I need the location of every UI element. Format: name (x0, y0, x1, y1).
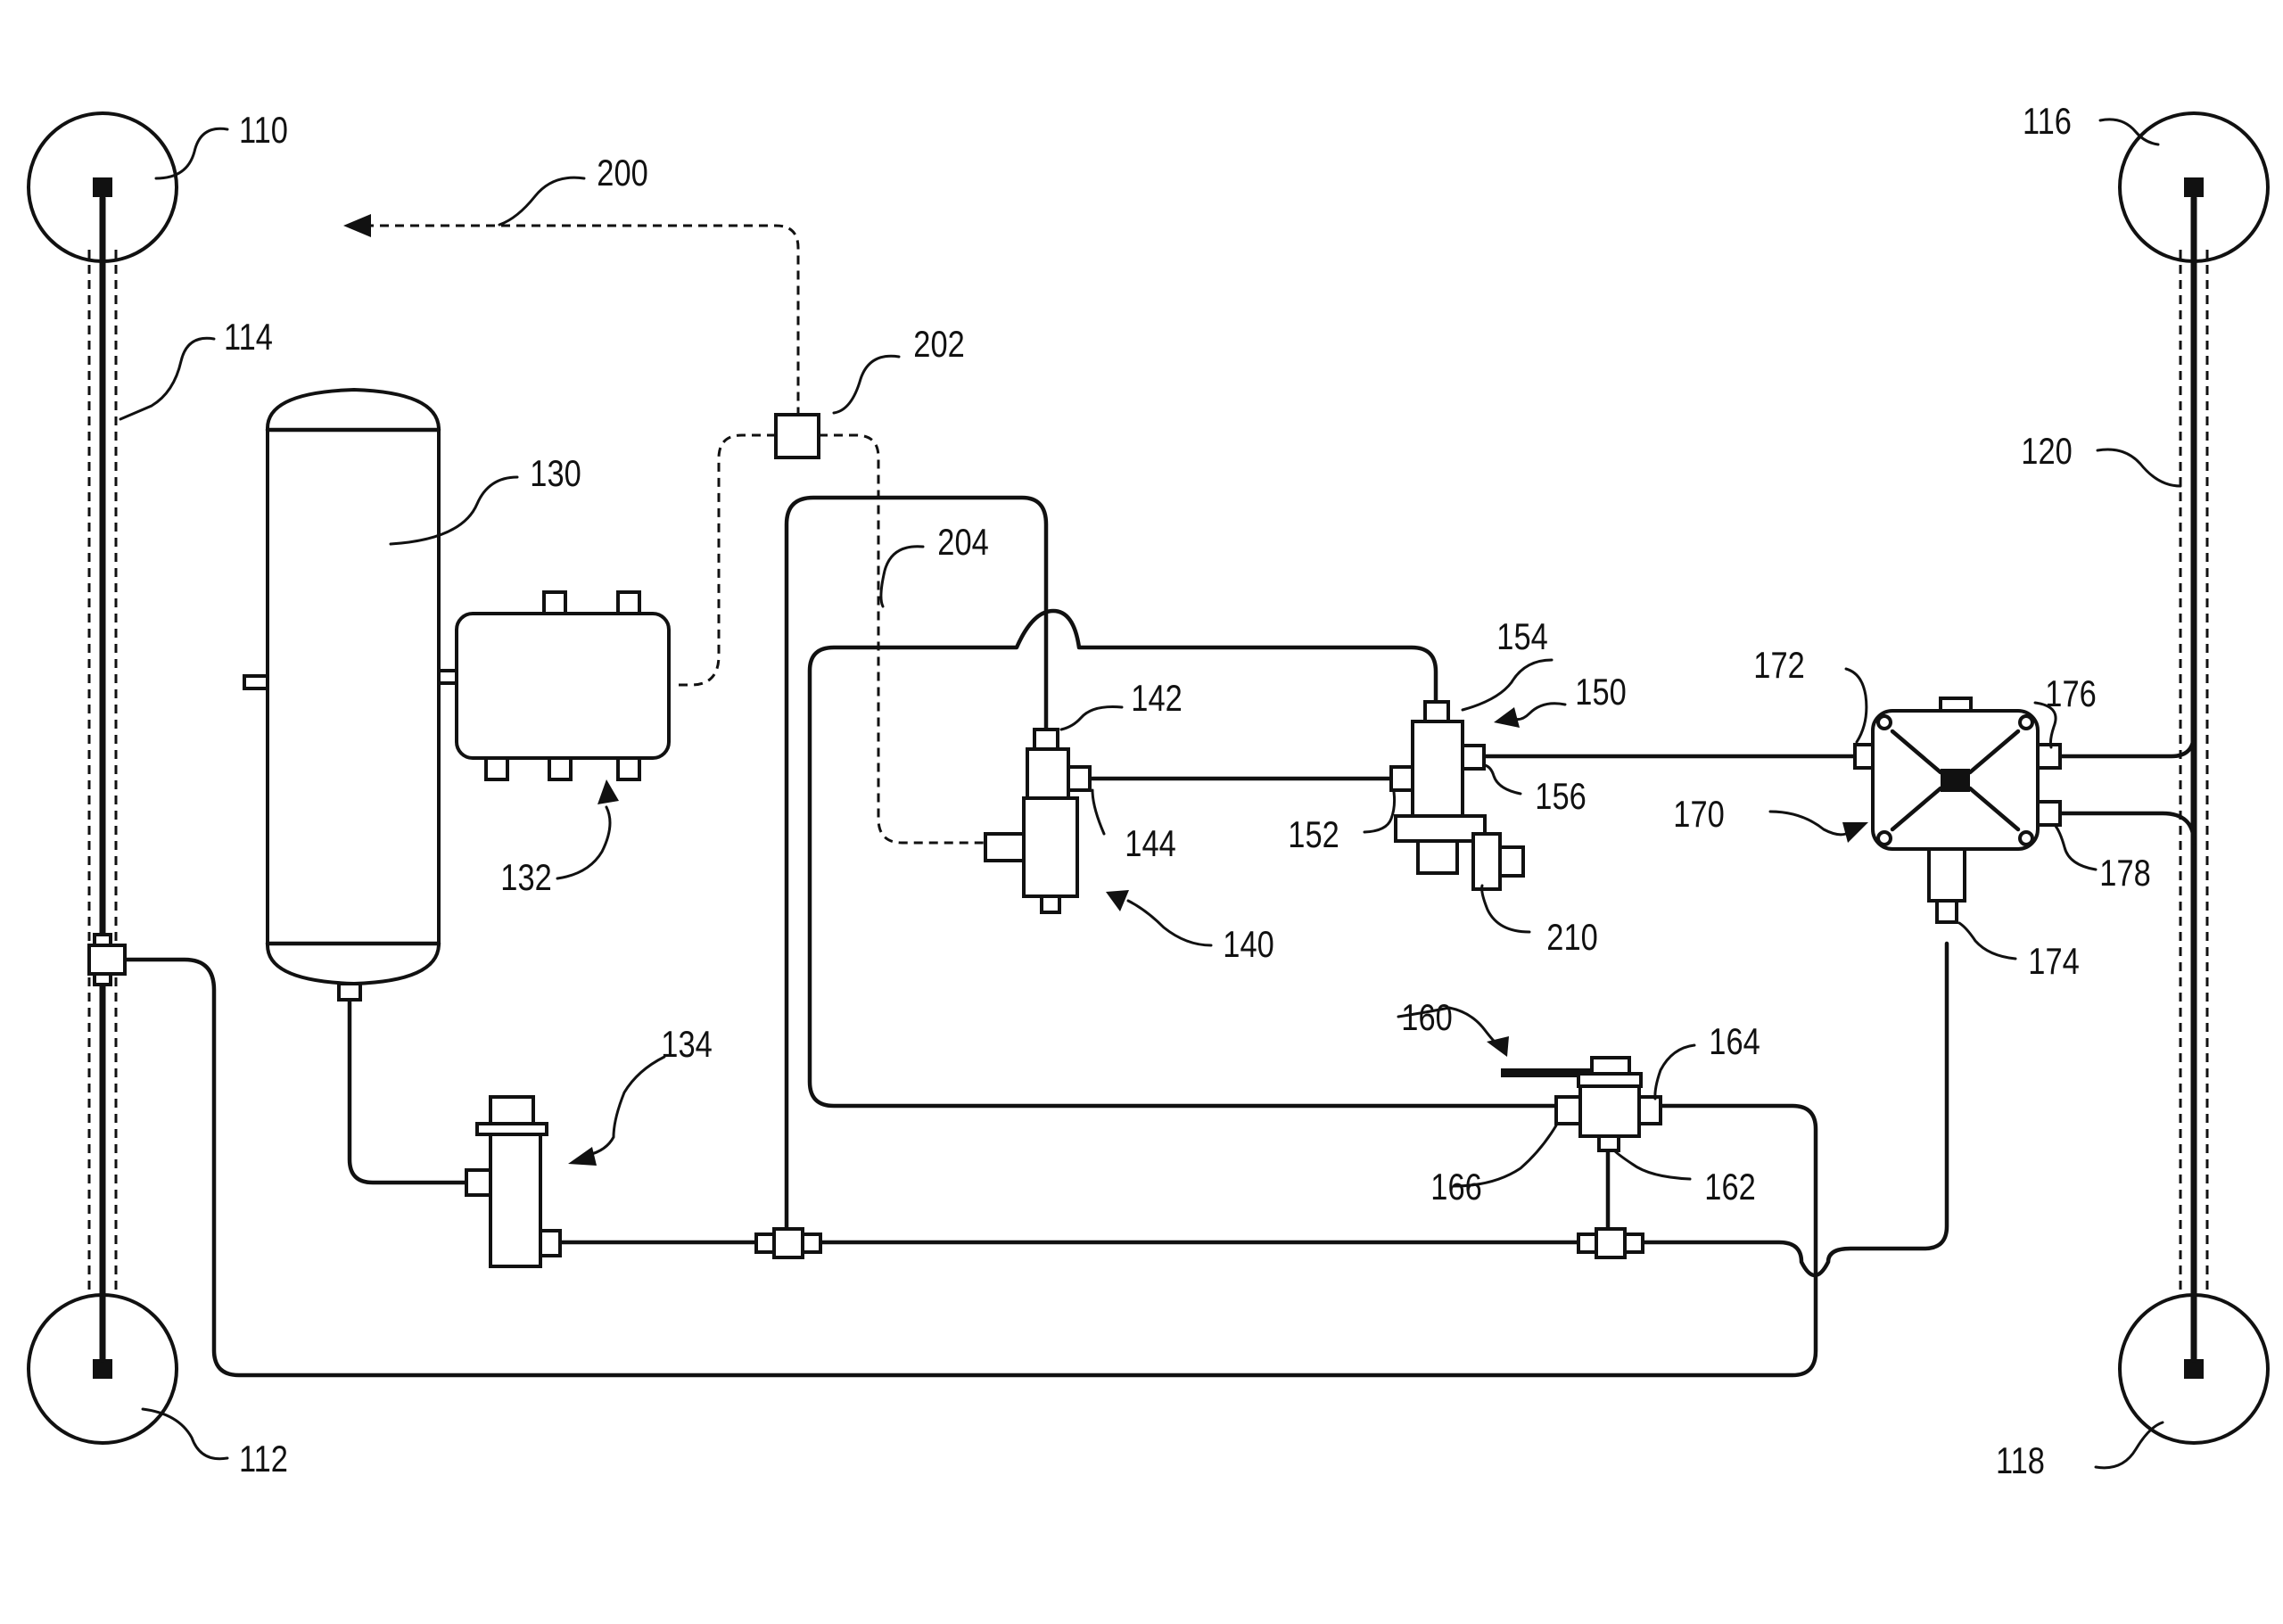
label-110: 110 (239, 110, 288, 152)
sensor-202 (774, 413, 820, 459)
label-170: 170 (1673, 794, 1724, 836)
label-166: 166 (1430, 1166, 1481, 1208)
valve-140 (984, 728, 1092, 914)
label-134: 134 (661, 1024, 712, 1066)
label-130: 130 (530, 453, 581, 495)
label-150: 150 (1575, 672, 1626, 713)
actuator-210 (1471, 832, 1525, 891)
label-178: 178 (2099, 853, 2150, 894)
label-132: 132 (500, 857, 551, 899)
drain-valve-134 (465, 1095, 562, 1268)
axle-120 (2179, 194, 2209, 1363)
label-156: 156 (1535, 776, 1586, 818)
junction-170 (1853, 697, 2062, 924)
signal-lines (350, 224, 985, 845)
tank-130 (243, 387, 441, 1002)
label-112: 112 (239, 1439, 288, 1480)
label-202: 202 (913, 324, 964, 366)
label-118: 118 (1996, 1440, 2045, 1482)
label-174: 174 (2028, 941, 2079, 983)
wheel-110 (27, 111, 178, 263)
label-164: 164 (1709, 1021, 1760, 1063)
manifold-132 (437, 590, 671, 781)
label-154: 154 (1496, 616, 1547, 658)
pneumatic-lines (122, 495, 2196, 1378)
label-120: 120 (2021, 431, 2072, 473)
label-160: 160 (1401, 997, 1452, 1039)
axle-114 (87, 194, 118, 1363)
label-204: 204 (937, 522, 988, 564)
tee-fitting-2 (1577, 1227, 1644, 1259)
label-162: 162 (1704, 1166, 1755, 1208)
reference-labels: 110 112 114 116 118 120 130 132 134 140 … (224, 101, 2151, 1482)
wheel-112 (27, 1293, 178, 1445)
label-140: 140 (1223, 924, 1273, 966)
leader-lines (119, 118, 2182, 1470)
label-152: 152 (1288, 814, 1339, 856)
tee-fitting-1 (754, 1227, 822, 1259)
label-116: 116 (2023, 101, 2072, 143)
label-142: 142 (1131, 678, 1182, 720)
label-114: 114 (224, 317, 273, 359)
arrowhead-200 (343, 214, 371, 237)
label-210: 210 (1546, 917, 1597, 959)
valve-160 (1501, 1056, 1662, 1152)
label-172: 172 (1753, 645, 1804, 687)
wheel-116 (2118, 111, 2270, 263)
valve-150 (1389, 700, 1487, 875)
tee-fitting-left-axle (87, 933, 127, 986)
label-200: 200 (597, 153, 647, 194)
label-176: 176 (2045, 673, 2096, 715)
label-144: 144 (1125, 823, 1175, 865)
